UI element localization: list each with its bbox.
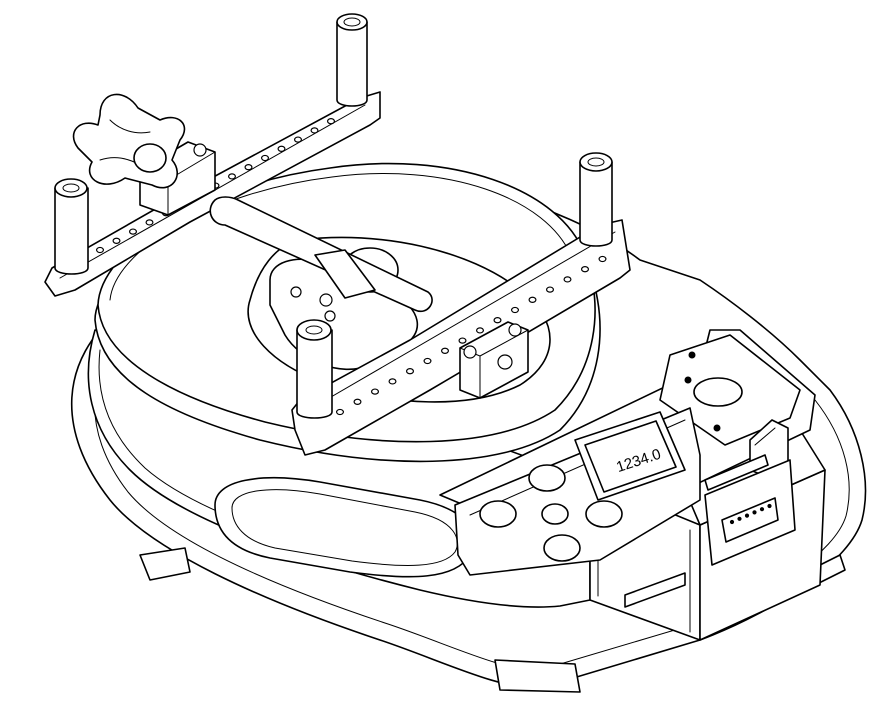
data-connector (704, 454, 796, 566)
bar-hole (458, 337, 467, 344)
connector-pin (759, 507, 765, 512)
bar-hole (353, 398, 362, 405)
bar-hole (244, 164, 253, 171)
bar-hole (476, 327, 485, 334)
bar-hole (580, 266, 589, 273)
bar-hole (563, 276, 572, 283)
bar-hole (493, 317, 502, 324)
bar-hole (511, 306, 520, 314)
bar-hole (95, 246, 104, 254)
screw (713, 424, 721, 432)
clamp-block (459, 321, 529, 399)
star-knob (72, 93, 186, 189)
bar-hole (261, 154, 270, 162)
lcd-display: 1234.0 (574, 411, 686, 501)
bar-hole (545, 286, 554, 293)
plate-hole (324, 310, 336, 322)
back-crossbar (44, 91, 381, 297)
bar-hole (406, 368, 415, 375)
bar-hole (336, 408, 345, 416)
bar-hole (129, 228, 138, 235)
key-button-bottom[interactable] (543, 534, 581, 562)
connector-pin (729, 519, 735, 525)
screw (684, 376, 692, 384)
foot (494, 659, 581, 693)
connector-pin (767, 503, 772, 509)
bar-hole (310, 127, 319, 134)
bar-hole (598, 255, 607, 263)
post (579, 152, 613, 247)
connector-pin (752, 510, 757, 515)
plate-hole (319, 293, 333, 307)
bar-hole (441, 347, 450, 354)
key-button-right[interactable] (585, 500, 623, 528)
key-button-center[interactable] (541, 503, 569, 525)
bar-hole (423, 357, 432, 365)
control-panel: 1234.0 (439, 329, 816, 576)
crossbar-holes (336, 255, 607, 416)
fixture-frame (44, 13, 631, 456)
front-crossbar (291, 219, 631, 456)
foot (139, 547, 191, 581)
key-button-left[interactable] (479, 500, 517, 528)
bar-hole (228, 173, 237, 180)
bar-hole (277, 145, 286, 152)
bar-hole (145, 219, 154, 226)
bar-hole (112, 237, 121, 244)
post (54, 178, 89, 275)
bar-hole (388, 378, 397, 385)
screw (688, 351, 696, 359)
post (296, 319, 333, 419)
post (336, 13, 368, 107)
panel-oval-cutout (693, 377, 743, 407)
bar-hole (294, 136, 303, 143)
keypad-buttons (479, 464, 623, 562)
bar-hole (371, 388, 380, 395)
bar-hole (327, 118, 336, 125)
bar-hole (528, 296, 537, 303)
connector-pin (744, 513, 750, 518)
connector-pin (737, 516, 742, 521)
plate-hole (290, 286, 302, 298)
connector-slot (704, 454, 769, 491)
side-slot (624, 572, 686, 608)
key-button-top[interactable] (528, 464, 566, 492)
